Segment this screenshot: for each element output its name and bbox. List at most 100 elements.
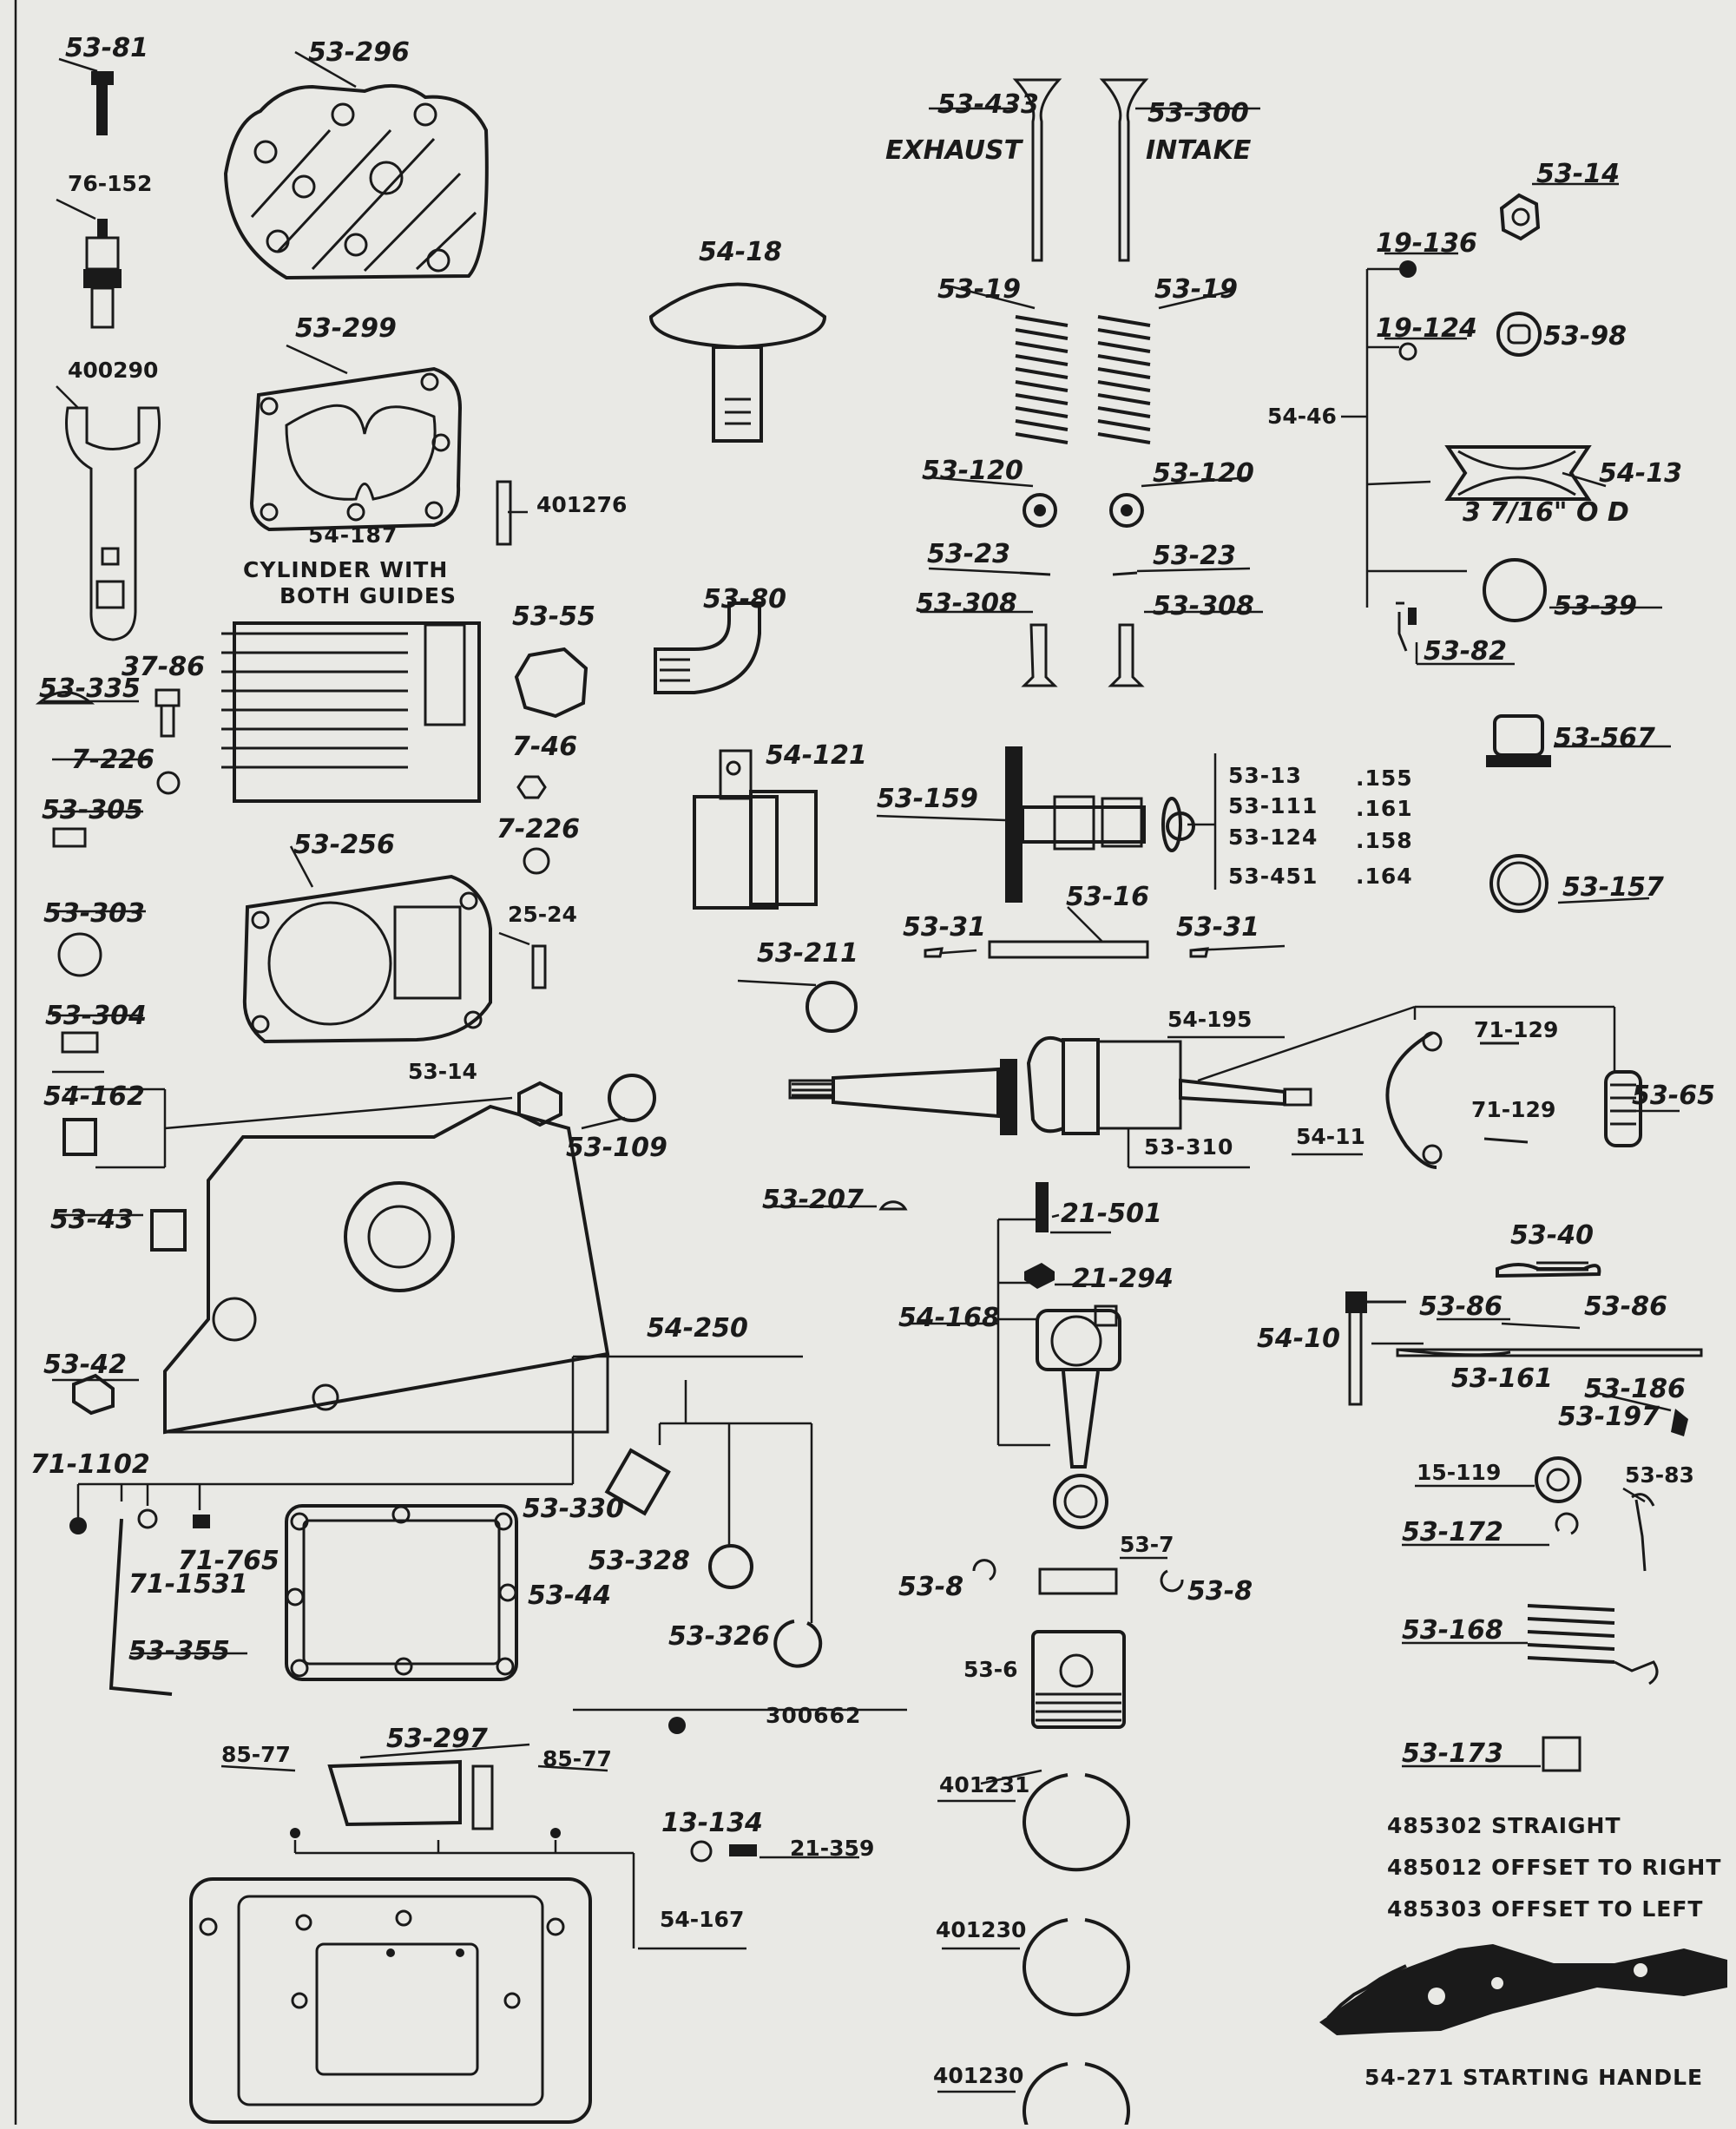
label-53-39: 53-39 bbox=[1554, 591, 1637, 621]
pin-25-24 bbox=[531, 944, 547, 989]
cylinder-caption-1: CYLINDER WITH bbox=[243, 557, 448, 582]
label-54-121: 54-121 bbox=[766, 740, 867, 771]
label-53-98: 53-98 bbox=[1543, 321, 1627, 352]
label-53-8b: 53-8 bbox=[1187, 1576, 1253, 1607]
label-53-310: 53-310 bbox=[1144, 1134, 1233, 1160]
label-53-16: 53-16 bbox=[1066, 882, 1149, 912]
label-401276: 401276 bbox=[536, 492, 627, 517]
label-400290: 400290 bbox=[68, 358, 158, 383]
label-53-197: 53-197 bbox=[1558, 1402, 1660, 1432]
starting-handle-silhouette bbox=[1319, 1944, 1727, 2035]
lock-53-8a bbox=[972, 1559, 996, 1581]
bearing-53-304 bbox=[61, 1031, 99, 1054]
cylinder-54-187 bbox=[221, 621, 481, 803]
label-53-567: 53-567 bbox=[1554, 723, 1655, 753]
seal-53-157 bbox=[1489, 854, 1549, 913]
handle-option-0: 485302 STRAIGHT bbox=[1387, 1813, 1621, 1838]
pulley-54-13 bbox=[1444, 445, 1592, 501]
bolt-53-81 bbox=[91, 71, 114, 135]
handle-option-2: 485303 OFFSET TO LEFT bbox=[1387, 1896, 1703, 1922]
label-53-305: 53-305 bbox=[42, 795, 143, 825]
washer-7-226b bbox=[523, 847, 550, 875]
label-53-172: 53-172 bbox=[1402, 1517, 1503, 1547]
label-53-14a: 53-14 bbox=[1536, 159, 1620, 189]
label-54-18: 54-18 bbox=[699, 237, 782, 267]
label-53-300: 53-300 bbox=[1147, 98, 1249, 128]
label-53-83: 53-83 bbox=[1625, 1462, 1694, 1488]
spring-53-168 bbox=[1527, 1604, 1659, 1685]
label-54-10: 54-10 bbox=[1257, 1324, 1340, 1354]
label-53-304: 53-304 bbox=[45, 1001, 147, 1031]
washer-13-134 bbox=[690, 1840, 713, 1863]
washer-19-136 bbox=[1399, 260, 1417, 278]
label-53-31a: 53-31 bbox=[903, 912, 986, 943]
key-53-305 bbox=[52, 827, 87, 848]
label-54-13: 54-13 bbox=[1599, 458, 1682, 489]
label-19-124: 19-124 bbox=[1376, 313, 1477, 344]
label-53-207: 53-207 bbox=[762, 1185, 864, 1215]
label-7-226b: 7-226 bbox=[496, 814, 580, 844]
elbow-53-80 bbox=[654, 601, 761, 694]
pin-53-23b bbox=[1112, 571, 1138, 576]
label-71-129b: 71-129 bbox=[1471, 1097, 1555, 1122]
label-85-77b: 85-77 bbox=[542, 1746, 612, 1771]
label-53-328: 53-328 bbox=[589, 1546, 690, 1576]
head-gasket-53-299 bbox=[249, 366, 463, 532]
key-53-335 bbox=[35, 691, 95, 705]
label-53-173: 53-173 bbox=[1402, 1738, 1503, 1769]
label-54-11: 54-11 bbox=[1296, 1124, 1365, 1149]
cylinder-caption-2: BOTH GUIDES bbox=[279, 583, 457, 608]
label-53-303: 53-303 bbox=[43, 898, 145, 929]
label-53-31b: 53-31 bbox=[1176, 912, 1259, 943]
label-53-330: 53-330 bbox=[523, 1494, 624, 1524]
label-54-195: 54-195 bbox=[1167, 1007, 1252, 1032]
cylinder-head-53-296 bbox=[223, 83, 489, 280]
label-53-42: 53-42 bbox=[43, 1350, 127, 1380]
label-85-77a: 85-77 bbox=[221, 1742, 291, 1767]
cam-table-part-0: 53-13 bbox=[1228, 763, 1302, 788]
retainer-53-120a bbox=[1023, 493, 1057, 528]
label-71-1102: 71-1102 bbox=[30, 1449, 150, 1480]
label-intake: INTAKE bbox=[1146, 135, 1252, 166]
washer-cam bbox=[1166, 812, 1195, 841]
label-53-299: 53-299 bbox=[295, 313, 397, 344]
drain-plug-group bbox=[69, 1484, 210, 1696]
label-53-256: 53-256 bbox=[293, 830, 395, 860]
screw-53-197 bbox=[1671, 1409, 1688, 1436]
label-53-7: 53-7 bbox=[1120, 1532, 1174, 1557]
leader-lines bbox=[43, 50, 1680, 2093]
label-53-8a: 53-8 bbox=[898, 1572, 963, 1602]
label-54-46: 54-46 bbox=[1267, 404, 1337, 429]
cam-table-part-2: 53-124 bbox=[1228, 825, 1318, 850]
label-71-129a: 71-129 bbox=[1474, 1017, 1558, 1042]
cam-table-value-3: .164 bbox=[1356, 864, 1413, 889]
cam-lobe-table: 53-13 .155 53-111 .161 53-124 .158 53-45… bbox=[1228, 763, 1413, 889]
label-54-187: 54-187 bbox=[308, 522, 398, 548]
label-53-82: 53-82 bbox=[1424, 636, 1507, 667]
cam-table-value-2: .158 bbox=[1356, 828, 1413, 853]
label-53-6: 53-6 bbox=[963, 1657, 1018, 1682]
label-21-359: 21-359 bbox=[790, 1836, 874, 1861]
lock-53-8b bbox=[1160, 1569, 1184, 1593]
bushing-15-119 bbox=[1535, 1456, 1581, 1503]
label-53-296: 53-296 bbox=[308, 37, 410, 68]
label-53-211: 53-211 bbox=[757, 938, 858, 969]
label-401230b: 401230 bbox=[933, 2063, 1023, 2088]
spark-plug-76-152 bbox=[83, 219, 122, 329]
label-53-157: 53-157 bbox=[1562, 872, 1664, 903]
label-53-326: 53-326 bbox=[668, 1621, 770, 1652]
screw-21-359 bbox=[729, 1844, 757, 1856]
label-71-1531: 71-1531 bbox=[128, 1569, 248, 1600]
ring-401230a bbox=[1023, 1918, 1130, 2017]
breather-54-18 bbox=[648, 282, 827, 443]
label-exhaust: EXHAUST bbox=[885, 135, 1024, 166]
label-53-40: 53-40 bbox=[1510, 1220, 1594, 1251]
valve-spring-53-19b bbox=[1097, 315, 1151, 444]
label-53-297: 53-297 bbox=[386, 1724, 488, 1754]
tappet-53-308a bbox=[1021, 623, 1058, 687]
label-19-136: 19-136 bbox=[1376, 228, 1477, 259]
label-53-335: 53-335 bbox=[39, 674, 141, 704]
label-od: 3 7/16" O D bbox=[1463, 497, 1629, 528]
label-53-23b: 53-23 bbox=[1153, 541, 1236, 571]
